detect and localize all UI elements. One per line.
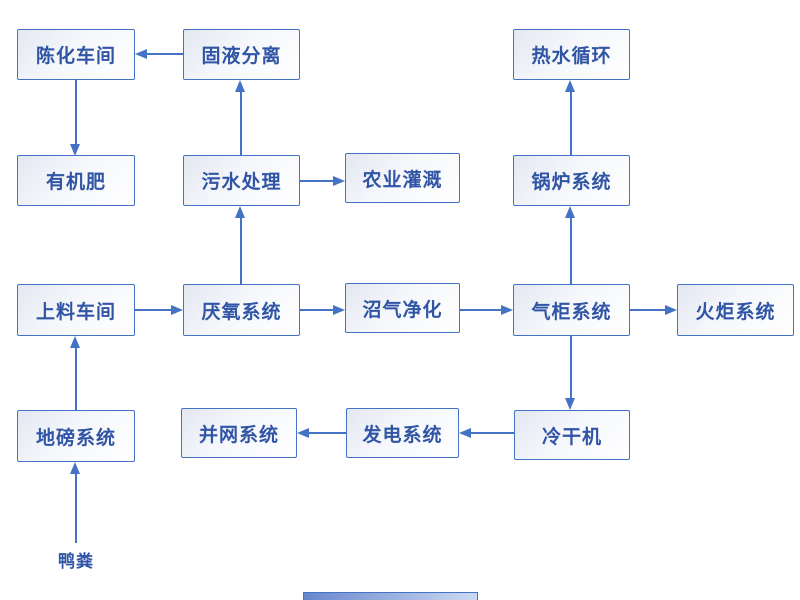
node-organic-fertilizer: 有机肥 <box>17 155 135 206</box>
edge-feeding-to-anaerobic <box>135 309 172 311</box>
edge-weighbridge-to-feeding-arrowhead-icon <box>70 336 80 348</box>
node-cold-dryer: 冷干机 <box>514 410 630 460</box>
edge-purification-to-gasholder-arrowhead-icon <box>501 305 513 315</box>
node-solid-liquid-separation: 固液分离 <box>183 29 300 80</box>
edge-sewage-to-irrigation-arrowhead-icon <box>333 176 345 186</box>
edge-dryer-to-generation-arrowhead-icon <box>459 428 471 438</box>
edge-feeding-to-anaerobic-arrowhead-icon <box>171 305 183 315</box>
edge-generation-to-grid-arrowhead-icon <box>297 428 309 438</box>
edge-aging-to-fertilizer-arrowhead-icon <box>70 144 80 156</box>
node-grid-connection-system: 并网系统 <box>181 408 297 458</box>
node-feeding-workshop: 上料车间 <box>17 284 135 336</box>
edge-gasholder-to-dryer <box>570 336 572 399</box>
node-hot-water-circulation: 热水循环 <box>513 29 630 80</box>
edge-gasholder-to-dryer-arrowhead-icon <box>565 398 575 410</box>
node-anaerobic-system: 厌氧系统 <box>183 284 300 336</box>
edge-boiler-to-hotwater-arrowhead-icon <box>565 80 575 92</box>
edge-manure-to-weighbridge-arrowhead-icon <box>70 462 80 474</box>
partial-box-bottom <box>303 592 478 600</box>
edge-anaerobic-to-sewage <box>240 217 242 284</box>
edge-gasholder-to-boiler <box>570 217 572 284</box>
node-sewage-treatment: 污水处理 <box>183 155 300 206</box>
label-duck-manure: 鸭粪 <box>58 552 94 572</box>
edge-sewage-to-separation-arrowhead-icon <box>235 80 245 92</box>
edge-anaerobic-to-purification-arrowhead-icon <box>333 305 345 315</box>
node-power-generation-system: 发电系统 <box>346 408 459 458</box>
node-gas-holder-system: 气柜系统 <box>513 284 630 336</box>
edge-gasholder-to-boiler-arrowhead-icon <box>565 206 575 218</box>
edge-separation-to-aging-arrowhead-icon <box>135 49 147 59</box>
edge-sewage-to-irrigation <box>300 180 334 182</box>
edge-aging-to-fertilizer <box>75 80 77 144</box>
edge-manure-to-weighbridge <box>75 473 77 543</box>
node-flare-system: 火炬系统 <box>677 284 794 336</box>
edge-gasholder-to-flare <box>630 309 666 311</box>
edge-purification-to-gasholder <box>460 309 502 311</box>
edge-boiler-to-hotwater <box>570 91 572 155</box>
edge-weighbridge-to-feeding <box>75 347 77 410</box>
node-biogas-purification: 沼气净化 <box>345 283 460 333</box>
edge-dryer-to-generation <box>471 432 514 434</box>
edge-separation-to-aging <box>147 53 183 55</box>
node-agricultural-irrigation: 农业灌溉 <box>345 153 460 203</box>
edge-anaerobic-to-purification <box>300 309 334 311</box>
node-boiler-system: 锅炉系统 <box>513 155 630 206</box>
edge-sewage-to-separation <box>240 91 242 155</box>
edge-gasholder-to-flare-arrowhead-icon <box>665 305 677 315</box>
edge-generation-to-grid <box>309 432 346 434</box>
node-weighbridge-system: 地磅系统 <box>17 410 135 462</box>
node-aging-workshop: 陈化车间 <box>17 29 135 80</box>
edge-anaerobic-to-sewage-arrowhead-icon <box>235 206 245 218</box>
